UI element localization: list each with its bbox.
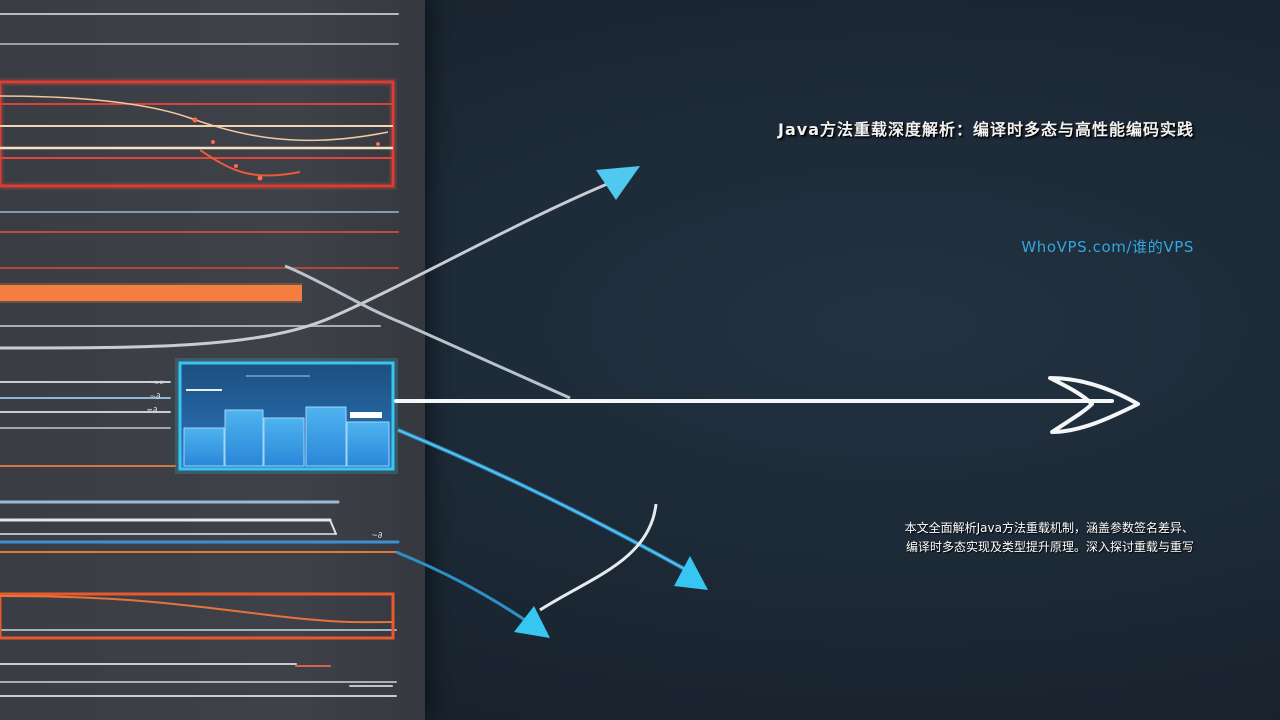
- description-line-1: 本文全面解析Java方法重载机制，涵盖参数签名差异、: [904, 521, 1194, 535]
- svg-text:≈∂: ≈∂: [147, 406, 158, 416]
- svg-text:~∂: ~∂: [372, 531, 383, 541]
- arrow-down-lower: [395, 550, 550, 638]
- svg-text:~∂: ~∂: [150, 392, 161, 402]
- decorative-lines-panel: [0, 0, 425, 720]
- description-line-2: 编译时多态实现及类型提升原理。深入探讨重载与重写: [905, 540, 1194, 554]
- connector-line: [284, 264, 571, 400]
- arrow-down-right: [397, 428, 708, 590]
- orange-signal-box: [0, 592, 395, 640]
- curved-hook-line: [539, 503, 658, 612]
- main-arrow: [394, 376, 1140, 434]
- article-description: 本文全面解析Java方法重载机制，涵盖参数签名差异、 编译时多态实现及类型提升原…: [774, 519, 1194, 557]
- panel-lines: [0, 13, 400, 697]
- red-signal-box: [0, 78, 397, 190]
- svg-text:~≈∝: ~≈∝: [148, 378, 164, 388]
- chart-screen: [175, 358, 398, 474]
- site-watermark: WhoVPS.com/谁的VPS: [1021, 238, 1194, 256]
- arrow-up-right: [0, 166, 640, 350]
- orange-bar: [0, 285, 302, 301]
- panel-glyphs: ~≈∝ ~∂ ≈∂ ~∂: [147, 378, 383, 541]
- article-title: Java方法重载深度解析：编译时多态与高性能编码实践: [778, 120, 1194, 139]
